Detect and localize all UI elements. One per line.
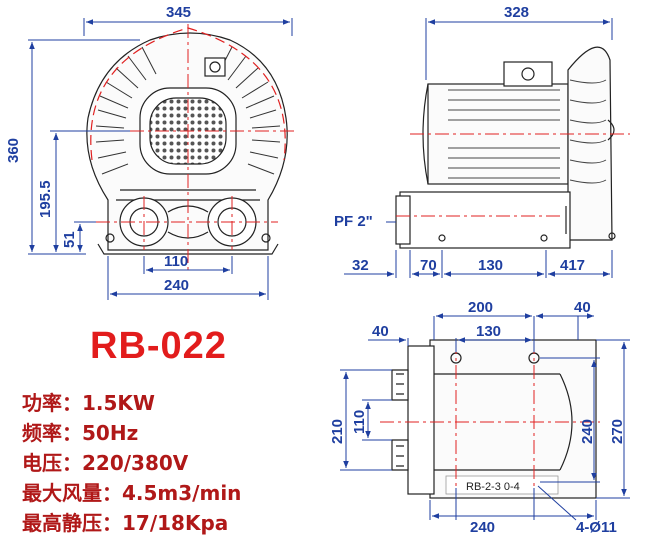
dim-center-height: 195.5 xyxy=(37,180,54,218)
model-title: RB-022 xyxy=(90,325,227,367)
spec-list: 功率：1.5KW 频率：50Hz 电压：220/380V 最大风量：4.5m3/… xyxy=(22,388,241,538)
dim-base-width: 240 xyxy=(164,277,189,294)
dim-240-vertical: 240 xyxy=(579,419,596,444)
nameplate-text: RB-2-3 0-4 xyxy=(466,481,520,493)
side-dimensions xyxy=(344,18,613,278)
dim-417: 417 xyxy=(560,257,585,274)
dim-70: 70 xyxy=(420,257,437,274)
side-centerlines xyxy=(396,133,630,217)
side-view xyxy=(395,46,616,249)
spec-max-airflow: 最大风量：4.5m3/min xyxy=(22,481,242,505)
spec-frequency: 频率：50Hz xyxy=(22,421,139,445)
dim-200: 200 xyxy=(468,299,493,316)
dim-270: 270 xyxy=(609,419,626,444)
dim-base-height: 51 xyxy=(61,231,78,248)
dim-32: 32 xyxy=(352,257,369,274)
dim-210: 210 xyxy=(329,419,346,444)
dim-width: 345 xyxy=(166,4,191,21)
front-view xyxy=(86,27,288,255)
port-label: PF 2" xyxy=(334,213,373,230)
front-dimensions xyxy=(28,18,293,300)
holes-label: 4-Ø11 xyxy=(576,519,617,536)
dim-130: 130 xyxy=(478,257,503,274)
spec-power: 功率：1.5KW xyxy=(22,391,155,415)
dim-inner-width: 110 xyxy=(164,253,188,270)
dim-40-right: 40 xyxy=(574,299,591,316)
bottom-view xyxy=(391,339,597,499)
dim-height: 360 xyxy=(5,138,22,163)
dim-240-horizontal: 240 xyxy=(470,519,495,536)
dim-40-left: 40 xyxy=(372,323,389,340)
spec-max-pressure: 最高静压：17/18Kpa xyxy=(22,511,229,535)
spec-voltage: 电压：220/380V xyxy=(22,451,189,475)
bottom-centerlines xyxy=(380,340,600,500)
dim-length: 328 xyxy=(504,4,529,21)
dim-130-bottom: 130 xyxy=(476,323,501,340)
bottom-dimensions xyxy=(340,313,630,521)
dim-110: 110 xyxy=(351,410,368,434)
